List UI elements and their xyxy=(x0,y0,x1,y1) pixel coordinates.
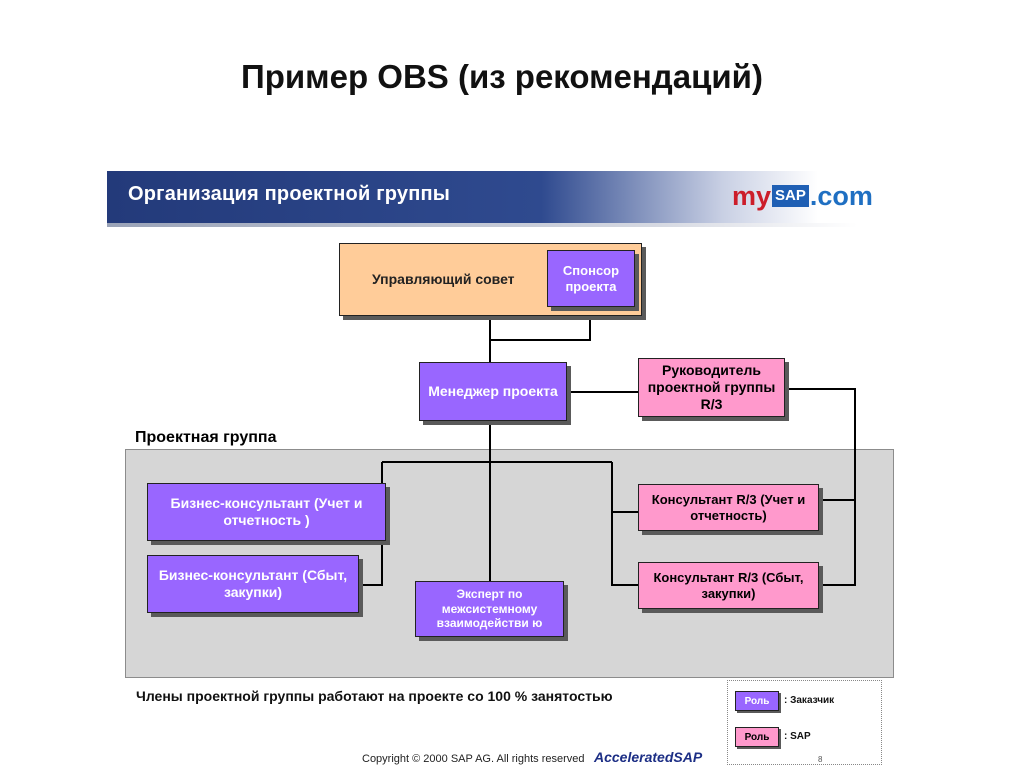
banner-title: Организация проектной группы xyxy=(128,183,451,205)
business-consultant-accounting-box: Бизнес-консультант (Учет и отчетность ) xyxy=(147,483,386,541)
banner-shadow xyxy=(107,223,897,227)
r3-consultant-sales-box: Консультант R/3 (Сбыт, закупки) xyxy=(638,562,819,609)
legend-sap-text: : SAP xyxy=(784,731,811,742)
logo-part-com: .com xyxy=(809,181,873,211)
business-consultant-sales-box: Бизнес-консультант (Сбыт, закупки) xyxy=(147,555,359,613)
steering-council-label: Управляющий совет xyxy=(372,271,515,287)
line-lead-to-r3-consultants xyxy=(785,388,856,586)
r3-team-lead-box: Руководитель проектной группы R/3 xyxy=(638,358,785,417)
project-group-label: Проектная группа xyxy=(135,429,277,446)
legend-customer-role-box: Роль xyxy=(735,691,779,711)
project-sponsor-box: Спонсор проекта xyxy=(547,250,635,307)
integration-expert-box: Эксперт по межсистемному взаимодействи ю xyxy=(415,581,564,637)
accelerated-sap-brand: AcceleratedSAP xyxy=(594,749,703,765)
page-title: Пример OBS (из рекомендаций) xyxy=(241,58,763,95)
logo-part-sap: SAP xyxy=(772,184,809,207)
r3-consultant-accounting-box: Консультант R/3 (Учет и отчетность) xyxy=(638,484,819,531)
section-banner xyxy=(107,171,897,223)
page-number: 8 xyxy=(818,755,823,764)
logo-part-my: my xyxy=(732,181,772,211)
line-council-to-manager xyxy=(489,309,591,341)
footer-note: Члены проектной группы работают на проек… xyxy=(136,688,613,704)
copyright-text: Copyright © 2000 SAP AG. All rights rese… xyxy=(362,753,585,765)
legend-sap-role-box: Роль xyxy=(735,727,779,747)
line-bus-to-r3-consultants xyxy=(611,462,638,586)
legend-customer-text: : Заказчик xyxy=(784,695,835,706)
role-legend: Роль : Заказчик Роль : SAP xyxy=(727,680,882,765)
project-manager-box: Менеджер проекта xyxy=(419,362,567,421)
